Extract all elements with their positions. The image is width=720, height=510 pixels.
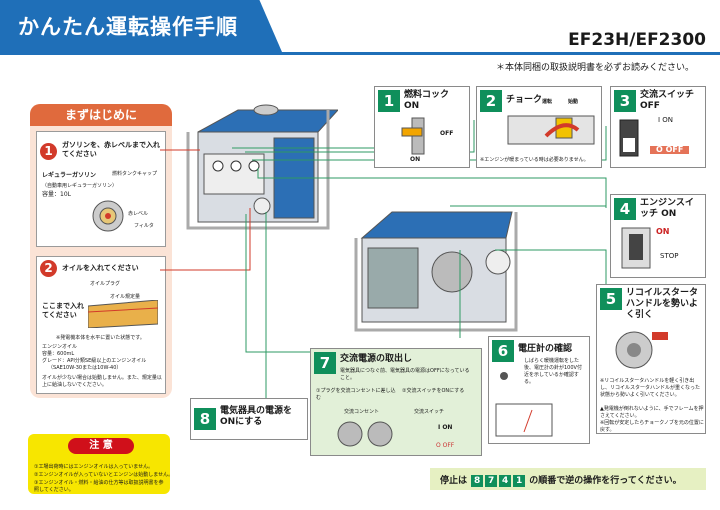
ac-outlet-icon bbox=[337, 421, 393, 447]
step-4-number: 4 bbox=[614, 198, 636, 220]
caution-title: 注 意 bbox=[68, 438, 134, 454]
engine-switch-stop-label: STOP bbox=[660, 252, 679, 260]
stop-seq-1: 8 bbox=[471, 474, 484, 487]
step-4-title: エンジンスイッチ ON bbox=[640, 198, 694, 219]
ac-switch-on: I ON bbox=[438, 424, 453, 431]
choke-note: ※エンジンが暖まっている時は必要ありません。 bbox=[480, 157, 589, 163]
choke-start-label: 始動 bbox=[568, 99, 579, 105]
stop-instruction-bar bbox=[430, 468, 706, 490]
page-title: かんたん運転操作手順 bbox=[18, 15, 238, 39]
model-number: EF23H/EF2300 bbox=[568, 30, 706, 50]
step-3-number: 3 bbox=[614, 90, 636, 112]
step-2-number: 2 bbox=[480, 90, 502, 112]
oil-level-label: オイル規定量 bbox=[110, 294, 141, 300]
ac-switch-label: 交流スイッチ bbox=[414, 409, 445, 415]
step-7-number: 7 bbox=[314, 352, 336, 374]
generator-front-illustration bbox=[186, 104, 338, 230]
oil-flat-note: ※発電機本体を水平に置いた状態です。 bbox=[56, 335, 145, 341]
fuel-cap-label: 燃料タンクキャップ bbox=[112, 171, 158, 177]
ac-switch-off-label: O OFF bbox=[650, 146, 690, 154]
header-band bbox=[0, 0, 282, 52]
fuel-type: レギュラーガソリン bbox=[42, 172, 97, 179]
ac-power-desc: 電気器具につなぐ前、電気器具の電源はOFFになっていること。 bbox=[340, 368, 470, 381]
header-rule bbox=[0, 52, 720, 55]
recoil-note-3: ※回転が安定したらチョークノブを元の位置に戻す。 bbox=[600, 420, 704, 433]
stop-seq-3: 4 bbox=[499, 474, 512, 487]
engine-switch-icon bbox=[621, 227, 651, 269]
oil-warning: オイルが少ない場合は始動しません。また、規定量以上に給油しないでください。 bbox=[42, 375, 162, 388]
oil-spec-4: （SAE10W-30または10W-40） bbox=[48, 365, 122, 371]
step-6-title: 電圧計の確認 bbox=[518, 344, 573, 354]
stop-seq-4: 1 bbox=[513, 474, 526, 487]
fuel-type-sub: （自動車用レギュラーガソリン） bbox=[42, 183, 118, 189]
manual-note: ＊本体同梱の取扱説明書を必ずお読みください。 bbox=[495, 63, 694, 73]
fuel-capacity: 容量：10L bbox=[42, 191, 71, 198]
oil-fill-here: ここまで入れてください bbox=[42, 302, 84, 319]
ac-power-step-1: ①プラグを交流コンセントに差し込む bbox=[316, 388, 396, 401]
fuel-tank-illustration bbox=[92, 200, 124, 232]
fuel-step-number: 1 bbox=[40, 143, 57, 160]
step-8-title: 電気器具の電源をONにする bbox=[220, 406, 293, 427]
red-level-label: 赤レベル bbox=[128, 211, 149, 217]
step-5-number: 5 bbox=[600, 288, 622, 310]
engine-switch-on-label: ON bbox=[656, 227, 670, 236]
ac-power-step-2: ②交流スイッチをONにする bbox=[402, 388, 465, 394]
oil-spec-1: エンジンオイル bbox=[42, 344, 78, 350]
filter-label: フィルタ bbox=[134, 223, 154, 229]
step-8-number: 8 bbox=[194, 408, 216, 430]
step-1-title: 燃料コック ON bbox=[404, 90, 450, 111]
step-2-title: チョーク bbox=[506, 95, 543, 105]
recoil-note-2: ▲発電機が倒れないように、手でフレームを押さえてください。 bbox=[600, 406, 704, 419]
generator-rear-illustration bbox=[354, 211, 518, 332]
voltmeter-icon bbox=[495, 372, 553, 437]
fuel-cock-off: OFF bbox=[440, 130, 454, 137]
fuel-step-title: ガソリンを、赤レベルまで入れてください bbox=[62, 141, 160, 158]
caution-line-1: ①工場出荷時にはエンジンオイルは入っていません。 bbox=[34, 464, 154, 470]
step-5-title: リコイルスタータハンドルを勢いよく引く bbox=[626, 288, 699, 320]
oil-spec-2: 容量：600mL bbox=[42, 351, 75, 357]
choke-lever-icon bbox=[507, 115, 595, 145]
recoil-handle-icon bbox=[615, 331, 668, 369]
ac-outlet-label: 交流コンセント bbox=[344, 409, 380, 415]
step-3-title: 交流スイッチ OFF bbox=[640, 90, 695, 111]
fuel-cock-on: ON bbox=[410, 156, 421, 163]
fuel-cock-icon bbox=[401, 117, 425, 155]
stop-seq-2: 7 bbox=[485, 474, 498, 487]
oil-plug-label: オイルプラグ bbox=[90, 281, 121, 287]
caution-line-2: ②エンジンオイルが入っていないとエンジンは始動しません。 bbox=[34, 472, 174, 478]
voltmeter-desc: しばらく暖機運転をした後、電圧計の針が100V付近を示しているか確認する。 bbox=[524, 358, 582, 385]
start-panel-title: まずはじめに bbox=[30, 104, 172, 126]
oil-step-number: 2 bbox=[40, 260, 57, 277]
oil-spec-3: グレード：API分類SE級以上のエンジンオイル bbox=[42, 358, 147, 364]
stop-prefix: 停止は bbox=[440, 476, 468, 486]
step-6-number: 6 bbox=[492, 340, 514, 362]
step-7-title: 交流電源の取出し bbox=[340, 354, 413, 364]
step-1-number: 1 bbox=[378, 90, 400, 112]
caution-line-3: ③エンジンオイル・燃料・給油の仕方等は取扱説明書を参照してください。 bbox=[34, 480, 164, 493]
stop-suffix: の順番で逆の操作を行ってください。 bbox=[529, 476, 682, 486]
recoil-note-1: ※リコイルスタータハンドルを軽く引き出し、リコイルスタータハンドルが重くなった状… bbox=[600, 378, 701, 398]
ac-switch-icon bbox=[619, 119, 639, 157]
ac-switch-off: O OFF bbox=[436, 442, 455, 449]
oil-level-illustration bbox=[88, 300, 158, 328]
oil-step-title: オイルを入れてください bbox=[62, 264, 139, 272]
ac-switch-on-label: I ON bbox=[658, 116, 674, 124]
choke-run-label: 運転 bbox=[542, 99, 553, 105]
